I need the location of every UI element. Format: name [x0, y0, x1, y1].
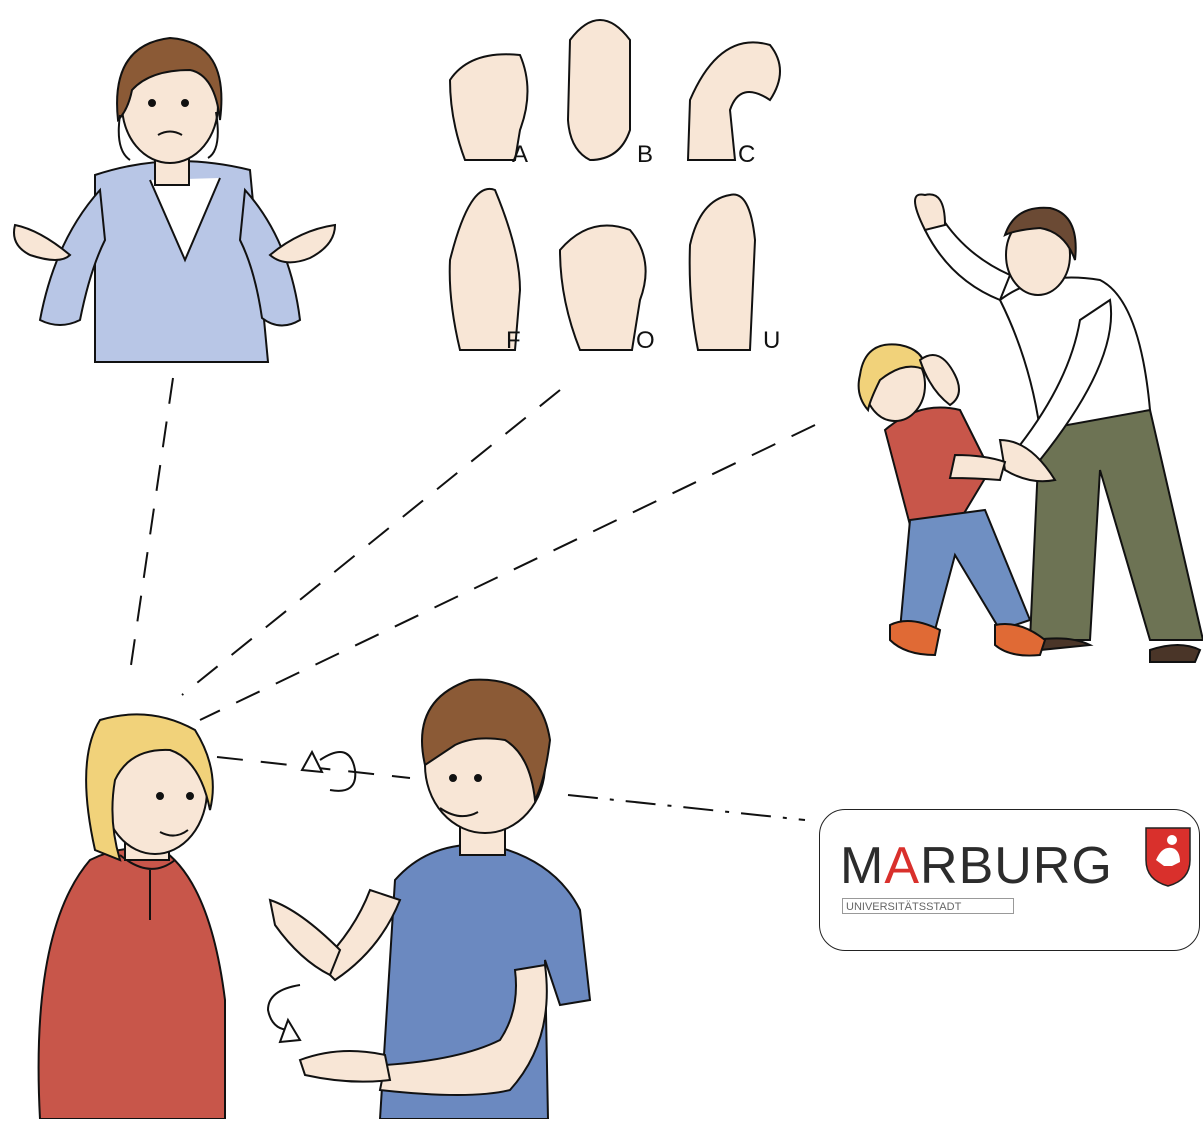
- letter-o: O: [636, 327, 655, 354]
- marburg-logo-icon: MARBURG UNIVERSITÄTSSTADT: [819, 809, 1200, 951]
- logo-subtitle: UNIVERSITÄTSSTADT: [842, 898, 1014, 914]
- letter-b: B: [637, 141, 653, 168]
- aggressive-adult-icon: [859, 194, 1203, 662]
- rotation-arrows-icon: [268, 752, 355, 1042]
- connector-to-fingerspelling: [182, 390, 560, 695]
- connector-to-confused-person: [130, 378, 173, 672]
- letter-f: F: [506, 327, 521, 354]
- connector-to-logo: [568, 795, 805, 820]
- blonde-woman-icon: [39, 714, 225, 1119]
- hand-sign-c: [688, 42, 780, 160]
- confused-person-icon: [14, 38, 335, 362]
- logo-letter-a: A: [884, 837, 920, 895]
- crest-icon: [1142, 822, 1194, 888]
- letter-u: U: [763, 327, 780, 354]
- letter-c: C: [738, 141, 755, 168]
- hand-sign-f: [450, 189, 520, 350]
- letter-a: A: [512, 141, 528, 168]
- logo-wordmark: MARBURG: [840, 840, 1113, 892]
- hand-sign-o: [560, 226, 646, 351]
- connector-to-aggressive-adult: [200, 425, 815, 720]
- logo-letter-m: M: [840, 837, 884, 895]
- hand-sign-b: [568, 20, 630, 160]
- logo-letters-rburg: RBURG: [920, 837, 1113, 895]
- signing-man-icon: [270, 680, 590, 1119]
- fingerspelling-hands-icon: [450, 20, 780, 350]
- hand-sign-u: [690, 195, 755, 350]
